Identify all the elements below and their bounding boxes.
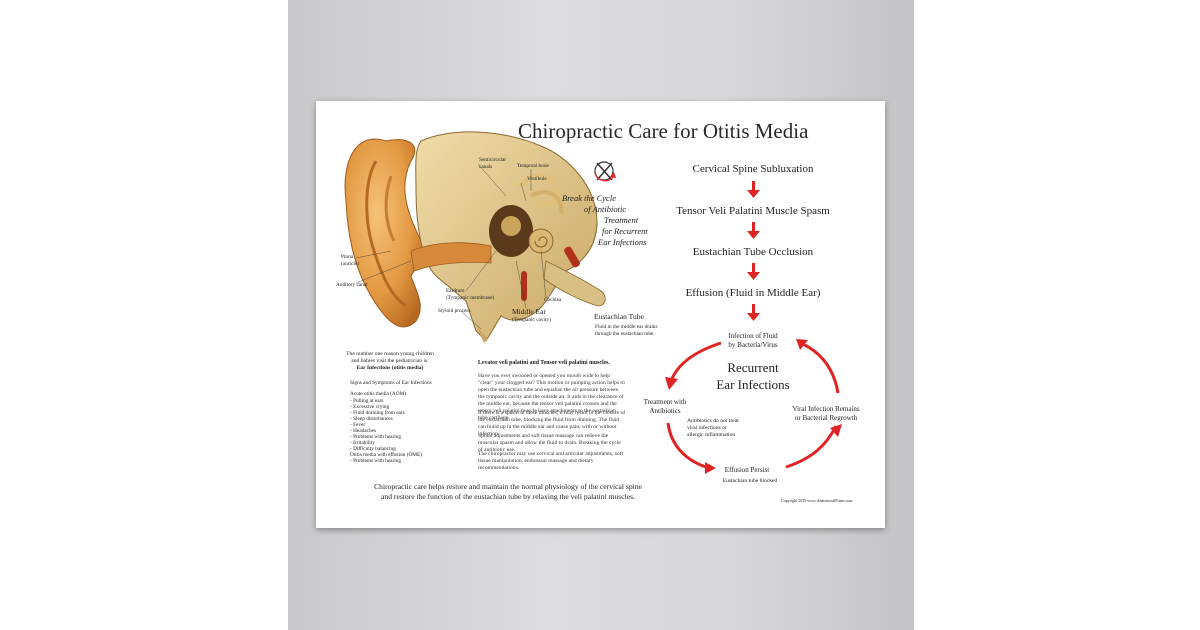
flow-arrows <box>747 181 760 321</box>
aom-heading: Acute otitis media (AOM) <box>350 391 407 397</box>
bottom-line-1: Chiropractic care helps restore and main… <box>374 482 642 491</box>
label-cochlea: Cochlea <box>544 297 562 303</box>
pinna-shape <box>344 138 427 328</box>
label-semicircular: Semicircular <box>479 157 507 163</box>
label-pinna: Pinna <box>341 254 354 260</box>
muscles-heading: Levator veli palatini and Tensor veli pa… <box>478 360 610 366</box>
aom-item: - Difficulty balancing <box>350 446 396 452</box>
aom-item: - Fever <box>350 422 366 428</box>
cycle-left-1: Treatment with <box>643 398 687 406</box>
tagline-5: Ear Infections <box>598 237 647 247</box>
label-auricle: (auricle) <box>341 261 359 267</box>
ome-item: - Problems with hearing <box>350 458 402 464</box>
cycle-bottom-sub: Eustachian tube blocked <box>722 478 778 484</box>
flow-step-1: Cervical Spine Subluxation <box>692 163 814 175</box>
cycle-left-2: Antibiotics <box>649 407 681 415</box>
label-styloid: Styloid process <box>438 308 471 314</box>
cycle-note-1: Antibiotics do not treat <box>687 418 739 424</box>
no-antibiotics-icon <box>594 161 616 182</box>
muscles-p3: Spinal adjustments and soft tissue massa… <box>478 433 621 453</box>
muscles-p1: Have you ever swooned or opened you mout… <box>478 373 625 421</box>
tagline-2: of Antibiotic <box>584 204 627 214</box>
label-tympanic-cavity: (Tympanic cavity) <box>512 317 551 323</box>
ome-heading: Otitis media with effusion (OME) <box>350 452 422 458</box>
cycle-top-2: by Bacteria/Virus <box>728 341 778 349</box>
aom-item: - Irritability <box>350 440 375 446</box>
label-auditory-canal: Auditory canal <box>336 282 368 288</box>
aom-item: - Headaches <box>350 428 377 434</box>
signs-heading: Signs and Symptoms of Ear Infections <box>350 380 432 386</box>
label-tympanic-membrane: (Tympanic membrane) <box>446 295 495 301</box>
bottom-line-2: and restore the function of the eustachi… <box>381 492 635 501</box>
muscles-p2: If there is a spasm in these muscles, it… <box>478 410 626 437</box>
copyright: Copyright 2019 www.AnatomicalPrints.com <box>781 498 853 503</box>
poster: Chiropractic Care for Otitis Media Semic… <box>316 101 885 528</box>
tagline-3: Treatment <box>604 215 639 225</box>
cycle-title-2: Ear Infections <box>716 377 790 392</box>
cycle-title-1: Recurrent <box>727 360 779 375</box>
ear-illustration <box>344 131 842 474</box>
flow-step-4: Effusion (Fluid in Middle Ear) <box>685 287 821 299</box>
cycle-top-1: Infection of Fluid <box>728 332 778 340</box>
aom-item: - Excessive crying <box>350 404 390 410</box>
tagline-1: Break the Cycle <box>562 193 616 203</box>
poster-title: Chiropractic Care for Otitis Media <box>518 119 809 143</box>
tagline-4: for Recurrent <box>602 226 648 236</box>
label-canals: canals <box>479 164 493 170</box>
muscles-p4: The chiropractor may use cervical and ar… <box>478 451 624 471</box>
flow-step-3: Eustachian Tube Occlusion <box>692 246 814 258</box>
cycle-arrows <box>666 341 840 470</box>
label-temporal-bone: Temporal bone <box>517 163 549 169</box>
label-fluid-line2: through the eustachian tube. <box>595 331 655 337</box>
cycle-note-3: allergic inflammation <box>687 432 736 438</box>
intro-line-2: and babies visit the pediatrician is: <box>351 358 429 364</box>
cycle-right-1: Viral Infection Remains <box>792 405 860 413</box>
label-middle-ear: Middle Ear <box>512 307 546 316</box>
aom-item: - Fluid draining from ears <box>350 410 405 416</box>
auditory-canal-shape <box>410 242 492 272</box>
aom-item: - Problems with hearing <box>350 434 402 440</box>
label-fluid-line1: Fluid in the middle ear drains <box>595 324 658 330</box>
cycle-right-2: or Bacterial Regrowth <box>794 414 858 422</box>
aom-item: - Sleep disturbances <box>350 416 393 422</box>
cycle-bottom: Effusion Persist <box>724 466 770 474</box>
intro-line-1: The number one reason young children <box>346 351 434 357</box>
label-vestibule: Vestibule <box>527 176 547 182</box>
label-eustachian-tube: Eustachian Tube <box>594 312 644 321</box>
aom-item: - Pulling at ears <box>350 398 384 404</box>
cycle-note-2: viral infections or <box>687 425 727 431</box>
intro-line-3: Ear Infections (otitis media) <box>356 365 424 371</box>
label-eardrum: Eardrum <box>446 288 465 294</box>
aom-list: - Pulling at ears - Excessive crying - F… <box>350 398 422 464</box>
flow-step-2: Tensor Veli Palatini Muscle Spasm <box>676 205 830 217</box>
eustachian-tube-shape <box>543 260 606 307</box>
